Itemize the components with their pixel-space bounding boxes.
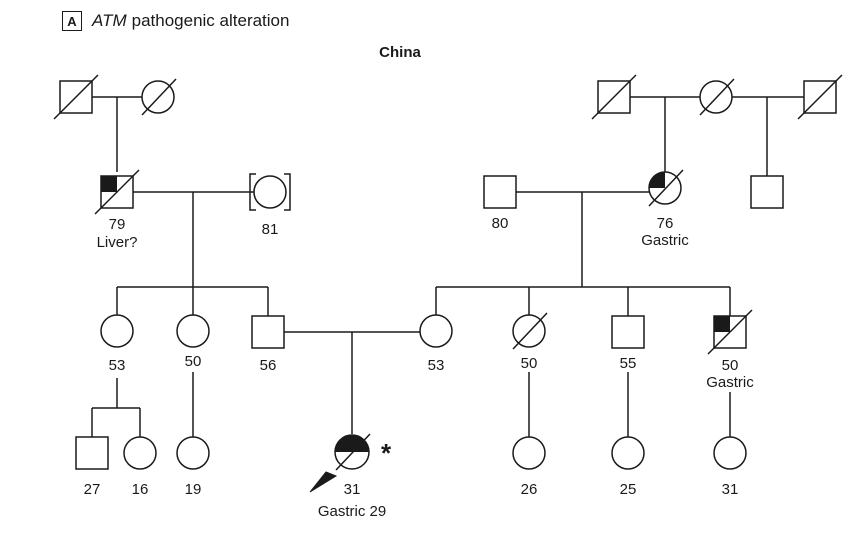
female-symbol <box>713 436 747 470</box>
age-label: 56 <box>260 357 277 374</box>
age-label: 31 <box>722 481 739 498</box>
deceased-slash <box>512 312 548 350</box>
deceased-slash <box>648 169 684 207</box>
proband-arrow-icon <box>309 471 338 493</box>
age-label: 26 <box>521 481 538 498</box>
adoption-bracket-right <box>284 173 291 211</box>
condition-label: Gastric 29 <box>318 503 386 520</box>
female-symbol <box>419 314 453 348</box>
title-suffix: pathogenic alteration <box>131 11 290 30</box>
condition-label: Gastric <box>641 232 689 249</box>
female-symbol <box>100 314 134 348</box>
country-label: China <box>379 44 421 61</box>
age-label: 80 <box>492 215 509 232</box>
condition-label: Gastric <box>706 374 754 391</box>
male-symbol <box>750 175 784 209</box>
deceased-slash <box>94 169 140 215</box>
asterisk-marker: * <box>381 438 392 468</box>
panel-label: A <box>62 11 82 31</box>
female-symbol <box>611 436 645 470</box>
condition-label: Liver? <box>97 234 138 251</box>
affected-quadrant <box>714 316 730 332</box>
affected-quadrant <box>649 172 665 188</box>
age-label: 55 <box>620 355 637 372</box>
deceased-slash <box>797 74 843 120</box>
male-symbol <box>75 436 109 470</box>
male-symbol <box>483 175 517 209</box>
affected-quadrant <box>101 176 117 192</box>
age-label: 79 <box>109 216 126 233</box>
age-label: 50 <box>722 357 739 374</box>
age-label: 81 <box>262 221 279 238</box>
age-label: 50 <box>185 353 202 370</box>
deceased-slash <box>335 433 371 471</box>
female-symbol <box>253 175 287 209</box>
male-symbol <box>251 315 285 349</box>
age-label: 76 <box>657 215 674 232</box>
deceased-slash <box>699 78 735 116</box>
male-symbol <box>611 315 645 349</box>
age-label: 25 <box>620 481 637 498</box>
gene-name: ATM <box>92 11 127 30</box>
deceased-slash <box>707 309 753 355</box>
female-symbol <box>176 436 210 470</box>
age-label: 19 <box>185 481 202 498</box>
affected-quadrant <box>335 435 352 452</box>
panel-header: A ATM pathogenic alteration <box>62 9 289 33</box>
deceased-slash <box>591 74 637 120</box>
deceased-slash <box>53 74 99 120</box>
deceased-slash <box>141 78 177 116</box>
age-label: 53 <box>109 357 126 374</box>
age-label: 27 <box>84 481 101 498</box>
age-label: 53 <box>428 357 445 374</box>
age-label: 50 <box>521 355 538 372</box>
female-symbol <box>123 436 157 470</box>
age-label: 31 <box>344 481 361 498</box>
female-symbol <box>512 436 546 470</box>
age-label: 16 <box>132 481 149 498</box>
female-symbol <box>176 314 210 348</box>
